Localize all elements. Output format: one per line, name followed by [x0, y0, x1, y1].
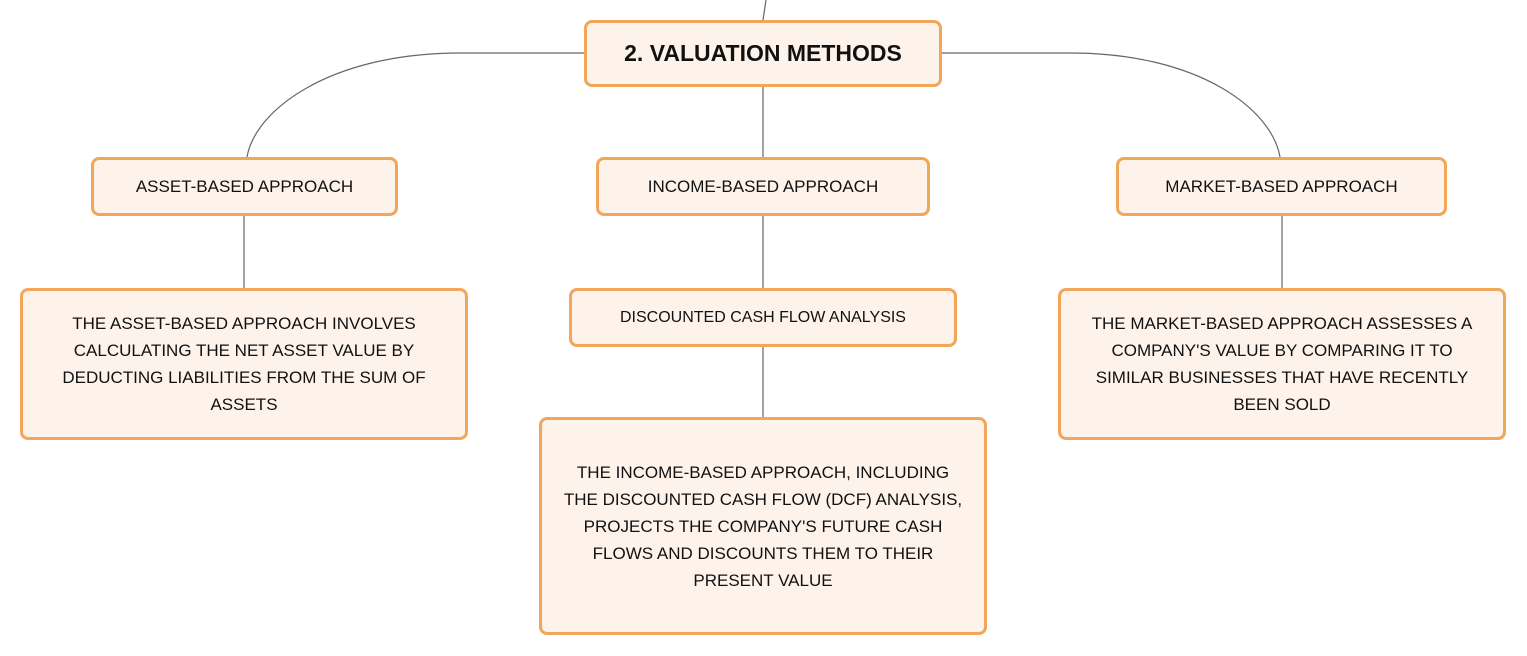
- income-based-node[interactable]: INCOME-BASED APPROACH: [596, 157, 930, 216]
- connector-market: [942, 52, 1281, 158]
- dcf-node[interactable]: DISCOUNTED CASH FLOW ANALYSIS: [569, 288, 957, 347]
- market-based-node[interactable]: MARKET-BASED APPROACH: [1116, 157, 1447, 216]
- income-based-description[interactable]: THE INCOME-BASED APPROACH, INCLUDING THE…: [539, 417, 987, 635]
- root-node[interactable]: 2. VALUATION METHODS: [584, 20, 942, 87]
- market-based-description[interactable]: THE MARKET-BASED APPROACH ASSESSES A COM…: [1058, 288, 1506, 440]
- asset-based-description[interactable]: THE ASSET-BASED APPROACH INVOLVES CALCUL…: [20, 288, 468, 440]
- connector-asset: [246, 52, 584, 158]
- asset-based-node[interactable]: ASSET-BASED APPROACH: [91, 157, 398, 216]
- connector-parent: [762, 0, 767, 21]
